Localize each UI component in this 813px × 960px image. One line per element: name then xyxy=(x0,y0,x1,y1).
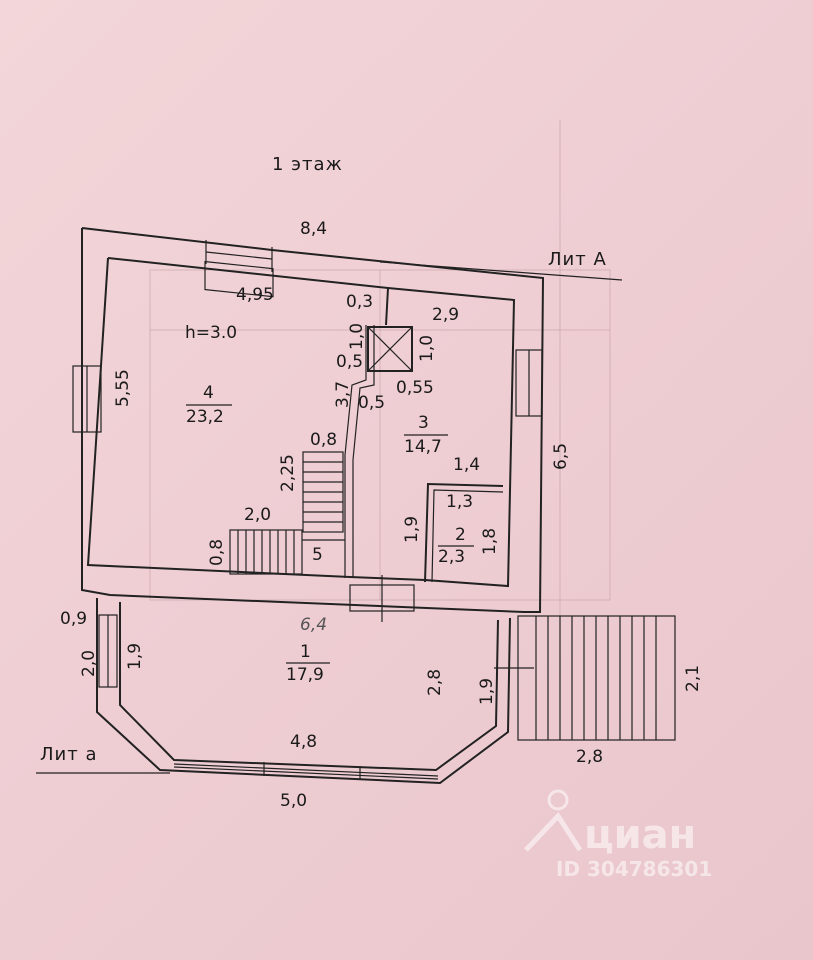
dim-bottom-overall: 5,0 xyxy=(280,791,307,811)
dim-wc-width: 1,3 xyxy=(446,492,473,512)
dim-top-overall: 8,4 xyxy=(300,219,327,239)
room-3-area: 14,7 xyxy=(404,437,442,457)
door-main xyxy=(349,575,415,622)
room-3-number: 3 xyxy=(418,413,429,433)
floor-label: 1 этаж xyxy=(272,154,343,175)
dim-porch-left-inner: 1,9 xyxy=(125,643,145,670)
stairs-upper xyxy=(302,451,344,533)
handwritten-dim: 6,4 xyxy=(300,615,327,635)
main-house-walls xyxy=(81,227,545,613)
ghost-background-lines xyxy=(149,120,611,700)
window-top xyxy=(205,240,273,272)
window-left xyxy=(72,365,102,433)
dim-shaft-d: 0,5 xyxy=(336,352,363,372)
dim-stair-lower-w: 0,8 xyxy=(207,539,227,566)
dim-steps-width: 2,8 xyxy=(576,747,603,767)
dim-stair-width: 0,8 xyxy=(310,430,337,450)
watermark-brand: циан xyxy=(584,812,696,858)
dim-partition-len: 3,7 xyxy=(333,381,353,408)
dim-shaft-f: 0,5 xyxy=(358,393,385,413)
dim-right-overall: 6,5 xyxy=(551,443,571,470)
dim-porch-left: 0,9 xyxy=(60,609,87,629)
room-1-area: 17,9 xyxy=(286,665,324,685)
dim-wc-right: 1,8 xyxy=(480,528,500,555)
window-right xyxy=(515,349,543,417)
dim-shaft-b: 1,0 xyxy=(347,323,367,350)
stair-steps-label: 5 xyxy=(312,545,323,565)
watermark: циан ID 304786301 xyxy=(524,789,712,881)
room-2-area: 2,3 xyxy=(438,547,465,567)
height-label: h=3.0 xyxy=(185,323,237,343)
room-4-area: 23,2 xyxy=(186,407,224,427)
lit-leaders xyxy=(36,261,623,774)
dim-room3-width: 2,9 xyxy=(432,305,459,325)
dim-porch-left-outer: 2,0 xyxy=(79,650,99,677)
dim-room1-right: 2,8 xyxy=(425,669,445,696)
dim-shaft-c: 1,0 xyxy=(417,335,437,362)
dim-shaft-e: 0,55 xyxy=(396,378,434,398)
dim-steps-depth: 2,1 xyxy=(683,665,703,692)
dim-stair-len: 2,25 xyxy=(278,454,298,492)
lit-upper-label: Лит А xyxy=(548,249,607,270)
dim-wc-left: 1,9 xyxy=(402,516,422,543)
room-2-walls xyxy=(424,482,504,583)
room-2-number: 2 xyxy=(455,525,466,545)
dim-room1-door: 1,9 xyxy=(477,678,497,705)
dim-shaft-a: 0,3 xyxy=(346,292,373,312)
room-4-number: 4 xyxy=(203,383,214,403)
porch-steps xyxy=(517,615,676,741)
cian-logo-icon xyxy=(524,789,583,852)
watermark-id: ID 304786301 xyxy=(556,857,712,881)
dim-room1-width: 4,8 xyxy=(290,732,317,752)
dim-room4-depth: 5,55 xyxy=(113,369,133,407)
lit-lower-label: Лит а xyxy=(40,744,97,765)
veranda-walls xyxy=(96,598,534,785)
labels: 1 этаж 8,4 Лит А 4,95 0,3 2,9 h=3.0 1,0 … xyxy=(40,154,703,811)
dim-wc-top: 1,4 xyxy=(453,455,480,475)
dim-room4-width: 4,95 xyxy=(236,285,274,305)
room-1-number: 1 xyxy=(300,642,311,662)
vent-shaft xyxy=(367,326,413,372)
stairs-lower xyxy=(229,529,345,575)
dim-stair-lower-len: 2,0 xyxy=(244,505,271,525)
